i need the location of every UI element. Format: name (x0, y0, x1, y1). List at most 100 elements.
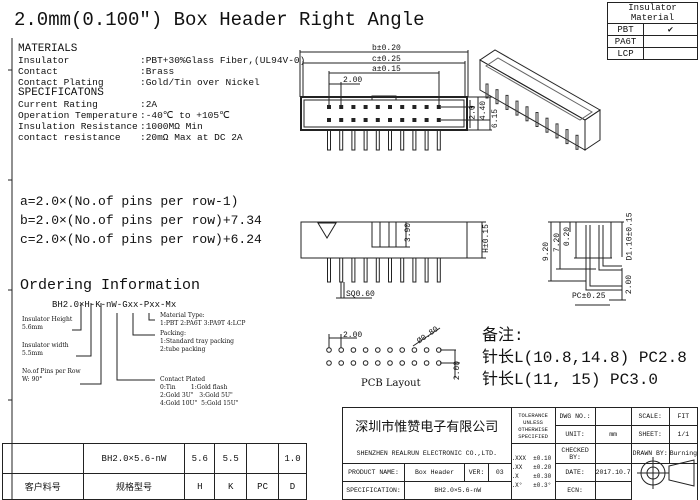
product-name: Box Header (404, 463, 465, 482)
top-pin (339, 105, 344, 109)
spec-value: :1000MΩ Min (140, 121, 203, 132)
iso-pin (535, 112, 539, 127)
dim-390: 3.90 (404, 222, 414, 243)
pcb-layout-label: PCB Layout (361, 378, 421, 389)
dim-pcb-row: 2.00 (453, 360, 463, 381)
pcb-hole (350, 360, 357, 366)
projection-symbol-icon (630, 463, 699, 500)
dim-pc: PC±0.25 (572, 292, 606, 301)
spec-key: Insulation Resistance (18, 121, 138, 132)
dim-h: H±0.15 (481, 224, 491, 253)
dim-row: 2.0 (468, 105, 478, 120)
part-spec: BH2.0×5.6-nW (82, 443, 186, 474)
top-pin (327, 105, 331, 109)
company-cn: 深圳市惟赞电子有限公司 (342, 407, 512, 444)
iso-pin (495, 89, 499, 105)
spec-key: Current Rating (18, 99, 98, 110)
top-view-body (300, 96, 468, 131)
iso-pin (485, 83, 489, 99)
spec-key: contact resistance (18, 132, 121, 143)
dim-sq: SQ0.60 (346, 290, 375, 299)
top-pin-leg (327, 129, 331, 151)
remarks: 备注: 针长L(10.8,14.8) PC2.8 针长L(11, 15) PC3… (482, 325, 687, 391)
top-pin (339, 118, 344, 122)
dim-c: c±0.25 (372, 55, 401, 64)
top-pin-leg (424, 129, 429, 151)
material-table-header: Insulator Material (607, 2, 698, 24)
dim-440: 4.40 (479, 100, 489, 121)
front-pin-leg (327, 257, 331, 283)
front-pin-leg (424, 257, 429, 283)
top-pin (436, 105, 441, 109)
ordering-heading: Ordering Information (20, 277, 201, 294)
pcb-hole (375, 360, 381, 366)
pcb-hole (399, 347, 406, 353)
top-pin (351, 105, 356, 109)
drawing-title: 2.0mm(0.100") Box Header Right Angle (14, 9, 425, 31)
pcb-hole (362, 360, 369, 366)
iso-pin (565, 129, 569, 145)
top-pin (412, 118, 417, 122)
pcb-hole (411, 347, 418, 353)
top-pin (388, 118, 392, 122)
formulas: a=2.0×(No.of pins per row-1) b=2.0×(No.o… (20, 192, 262, 249)
remark-line: 针长L(10.8,14.8) PC2.8 (482, 349, 687, 367)
front-pin-leg (351, 257, 356, 283)
top-pin-leg (375, 129, 380, 151)
material-pbt: PBT (607, 23, 644, 36)
pcb-hole (338, 347, 345, 353)
top-pin-leg (351, 129, 356, 151)
remark-line: 针长L(11, 15) PC3.0 (482, 371, 659, 389)
tolerance-values: .XXX ±0.10.XX ±0.20.X ±0.30.X° ±0.3° (510, 443, 556, 500)
pcb-hole (326, 347, 332, 353)
spec-value: :Brass (140, 66, 175, 77)
spec-key: Contact Plating (18, 77, 104, 88)
pcb-hole (326, 360, 332, 366)
dim-020: 0.20 (563, 226, 573, 247)
company-en: SHENZHEN REALRUN ELECTRONIC CO.,LTD. (342, 443, 512, 464)
material-lcp: LCP (607, 47, 644, 60)
title-block: 深圳市惟赞电子有限公司 TOLERANCE UNLESS OTHERWISE S… (342, 407, 699, 500)
top-pin-leg (400, 129, 405, 151)
top-pin-leg (412, 129, 417, 151)
top-pin-leg (339, 129, 344, 151)
materials-specs: MATERIALS Insulator:PBT+30%Glass Fiber,(… (18, 43, 305, 144)
dim-200: 2.00 (625, 274, 635, 295)
date: 2017.10.7 (594, 463, 632, 482)
remarks-heading: 备注: (482, 327, 524, 345)
drawn-by: Burning (668, 443, 699, 464)
spec-value: :-40℃ to +105℃ (140, 110, 230, 121)
top-pin (400, 105, 405, 109)
spec-key: Contact (18, 66, 58, 77)
top-pin (363, 118, 368, 122)
front-pin-leg (400, 257, 405, 283)
iso-pin (505, 94, 509, 110)
pcb-hole (362, 347, 369, 353)
pcb-hole (436, 360, 442, 366)
spec-value: :2A (140, 99, 158, 110)
top-pin (424, 118, 429, 122)
pcb-hole (411, 360, 418, 366)
dim-720: 7.20 (553, 232, 563, 253)
spec-value: :20mΩ Max at DC 2A (140, 132, 243, 143)
dim-b: b±0.20 (372, 44, 401, 53)
pcb-hole (375, 347, 381, 353)
spec-value: :Gold/Tin over Nickel (140, 77, 260, 88)
materials-heading: MATERIALS (18, 43, 78, 55)
top-pin (375, 105, 380, 109)
front-pin-leg (339, 257, 344, 283)
iso-pin (515, 100, 519, 116)
formula-c: c=2.0×(No.of pins per row)+6.24 (20, 232, 262, 247)
specs-heading: SPECIFICATONS (18, 87, 104, 99)
iso-pin (555, 123, 559, 139)
dim-920: 9.20 (542, 241, 552, 262)
pcb-hole (350, 347, 357, 353)
front-pin-leg (412, 257, 417, 283)
top-pin-leg (363, 129, 368, 151)
front-pin-leg (363, 257, 368, 283)
dim-pitch: 2.00 (343, 76, 363, 85)
pcb-hole (387, 347, 393, 353)
pcb-hole (387, 360, 393, 366)
